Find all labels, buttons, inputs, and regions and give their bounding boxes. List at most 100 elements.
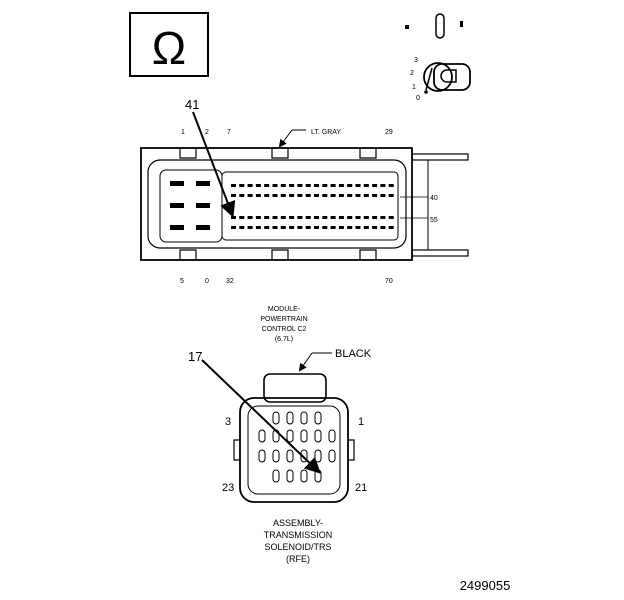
- pcm-signal-cavity: [314, 194, 319, 197]
- pcm-signal-cavity: [231, 226, 236, 229]
- pcm-signal-cavity: [247, 194, 253, 197]
- pcm-signal-cavity: [239, 216, 245, 219]
- pcm-signal-cavity: [338, 226, 344, 229]
- pcm-signal-cavity: [280, 184, 286, 187]
- pcm-signal-cavity: [388, 216, 394, 219]
- trs-caption-line-2: TRANSMISSION: [264, 530, 333, 540]
- key-position-1: 1: [412, 84, 416, 91]
- pcm-signal-cavity: [355, 184, 361, 187]
- ohmmeter-icon: Ω: [129, 12, 209, 77]
- pcm-signal-cavity: [297, 184, 303, 187]
- trs-color-label: BLACK: [335, 348, 372, 360]
- pcm-callout-arrow: [192, 111, 236, 218]
- pcm-signal-cavity: [363, 194, 369, 197]
- pcm-power-cavity: [196, 203, 210, 208]
- figure-number: 2499055: [460, 578, 511, 593]
- pcm-signal-cavity: [255, 194, 261, 197]
- pcm-signal-cavity: [247, 216, 253, 219]
- pcm-signal-cavity: [289, 216, 295, 219]
- trs-caption-line-1: ASSEMBLY-: [273, 518, 323, 528]
- pcm-signal-cavity: [297, 226, 303, 229]
- trs-pin-cavities: [258, 411, 336, 483]
- pcm-caption-line-4: (6.7L): [275, 336, 293, 343]
- pcm-pin-55: 55: [430, 217, 438, 224]
- pcm-signal-cavity: [355, 216, 361, 219]
- pcm-power-cavity: [170, 203, 184, 208]
- trs-pin-cavity: [272, 429, 280, 443]
- pcm-signal-cavity: [289, 194, 295, 197]
- pcm-signal-cavity: [264, 226, 270, 229]
- pcm-pin-0: 0: [205, 278, 209, 285]
- pcm-pin-40: 40: [430, 195, 438, 202]
- trs-pin-cavity: [314, 411, 322, 425]
- pcm-signal-cavity: [239, 226, 245, 229]
- pcm-signal-cavity: [247, 184, 253, 187]
- pcm-signal-cavity: [388, 226, 394, 229]
- pcm-signal-cavity: [380, 184, 386, 187]
- pcm-signal-cavity: [305, 184, 311, 187]
- pcm-connector: 41 LT. GRAY 1 2 7 29 5 0 32 70 40 55 MOD…: [140, 97, 469, 343]
- pcm-signal-cavity: [380, 216, 386, 219]
- trs-pin-cavity: [328, 449, 336, 463]
- pcm-signal-cavity: [289, 226, 295, 229]
- trs-pin-cavity: [314, 429, 322, 443]
- pcm-power-cavity: [196, 225, 210, 230]
- pcm-power-cavity: [170, 181, 184, 186]
- pcm-signal-cavity: [388, 194, 394, 197]
- trs-pin-cavity: [286, 449, 294, 463]
- pcm-signal-cavity: [330, 194, 336, 197]
- pcm-pin-32: 32: [226, 278, 234, 285]
- pcm-signal-cavity: [372, 194, 378, 197]
- pcm-signal-cavity: [363, 216, 369, 219]
- pcm-signal-cavity: [355, 226, 361, 229]
- pcm-signal-cavity: [322, 194, 328, 197]
- pcm-signal-cavity: [347, 184, 353, 187]
- trs-pin-cavity: [300, 411, 308, 425]
- trs-pin-cavity: [314, 469, 322, 483]
- pcm-signal-cavity: [338, 216, 344, 219]
- pcm-signal-cavity: [314, 216, 319, 219]
- pcm-signal-cavity: [272, 226, 278, 229]
- pcm-signal-cavity: [272, 216, 278, 219]
- pcm-signal-cavity: [330, 216, 336, 219]
- pcm-signal-cavity: [330, 226, 336, 229]
- pcm-signal-cavity: [347, 194, 353, 197]
- pcm-caption-line-1: MODULE-: [268, 306, 301, 313]
- pcm-signal-cavity: [239, 194, 245, 197]
- trs-caption-line-3: SOLENOID/TRS: [264, 542, 331, 552]
- pcm-power-cavity: [196, 181, 210, 186]
- trs-pin-cavity: [300, 429, 308, 443]
- pcm-signal-cavity: [347, 226, 353, 229]
- pcm-signal-cavity: [231, 216, 236, 219]
- trs-pin-cavity: [286, 469, 294, 483]
- trs-pin-cavity: [314, 449, 322, 463]
- pcm-signal-cavity: [297, 216, 303, 219]
- pcm-pin-5: 5: [180, 278, 184, 285]
- pcm-signal-cavity: [338, 184, 344, 187]
- trs-pin-cavity: [300, 449, 308, 463]
- trs-connector: 17 BLACK 3 1 23 21 ASSEMBLY- TRANSMISSIO…: [188, 348, 372, 564]
- pcm-signal-cavity: [231, 184, 236, 187]
- pcm-signal-cavity: [363, 184, 369, 187]
- trs-pin-23: 23: [222, 482, 234, 494]
- pcm-signal-cavity: [272, 194, 278, 197]
- pcm-signal-cavity: [280, 194, 286, 197]
- pcm-pin-7: 7: [227, 129, 231, 136]
- pcm-signal-cavity: [322, 226, 328, 229]
- pcm-signal-cavity: [255, 184, 261, 187]
- pcm-signal-cavity: [338, 194, 344, 197]
- pcm-signal-cavity: [322, 184, 328, 187]
- ignition-key-icon: 3 2 1 0: [405, 13, 471, 102]
- trs-top-hood: [263, 373, 327, 403]
- pcm-caption-line-2: POWERTRAIN: [260, 316, 307, 323]
- trs-pin-cavity: [272, 469, 280, 483]
- key-position-2: 2: [410, 70, 414, 77]
- pcm-signal-cavity: [255, 216, 261, 219]
- trs-pin-cavity: [258, 429, 266, 443]
- pcm-signal-cavity: [280, 226, 286, 229]
- pcm-signal-cavity: [255, 226, 261, 229]
- trs-callout-arrow: [201, 359, 321, 474]
- key-position-3: 3: [414, 57, 418, 64]
- pcm-callout-number: 41: [185, 97, 199, 112]
- pcm-signal-cavity: [380, 226, 386, 229]
